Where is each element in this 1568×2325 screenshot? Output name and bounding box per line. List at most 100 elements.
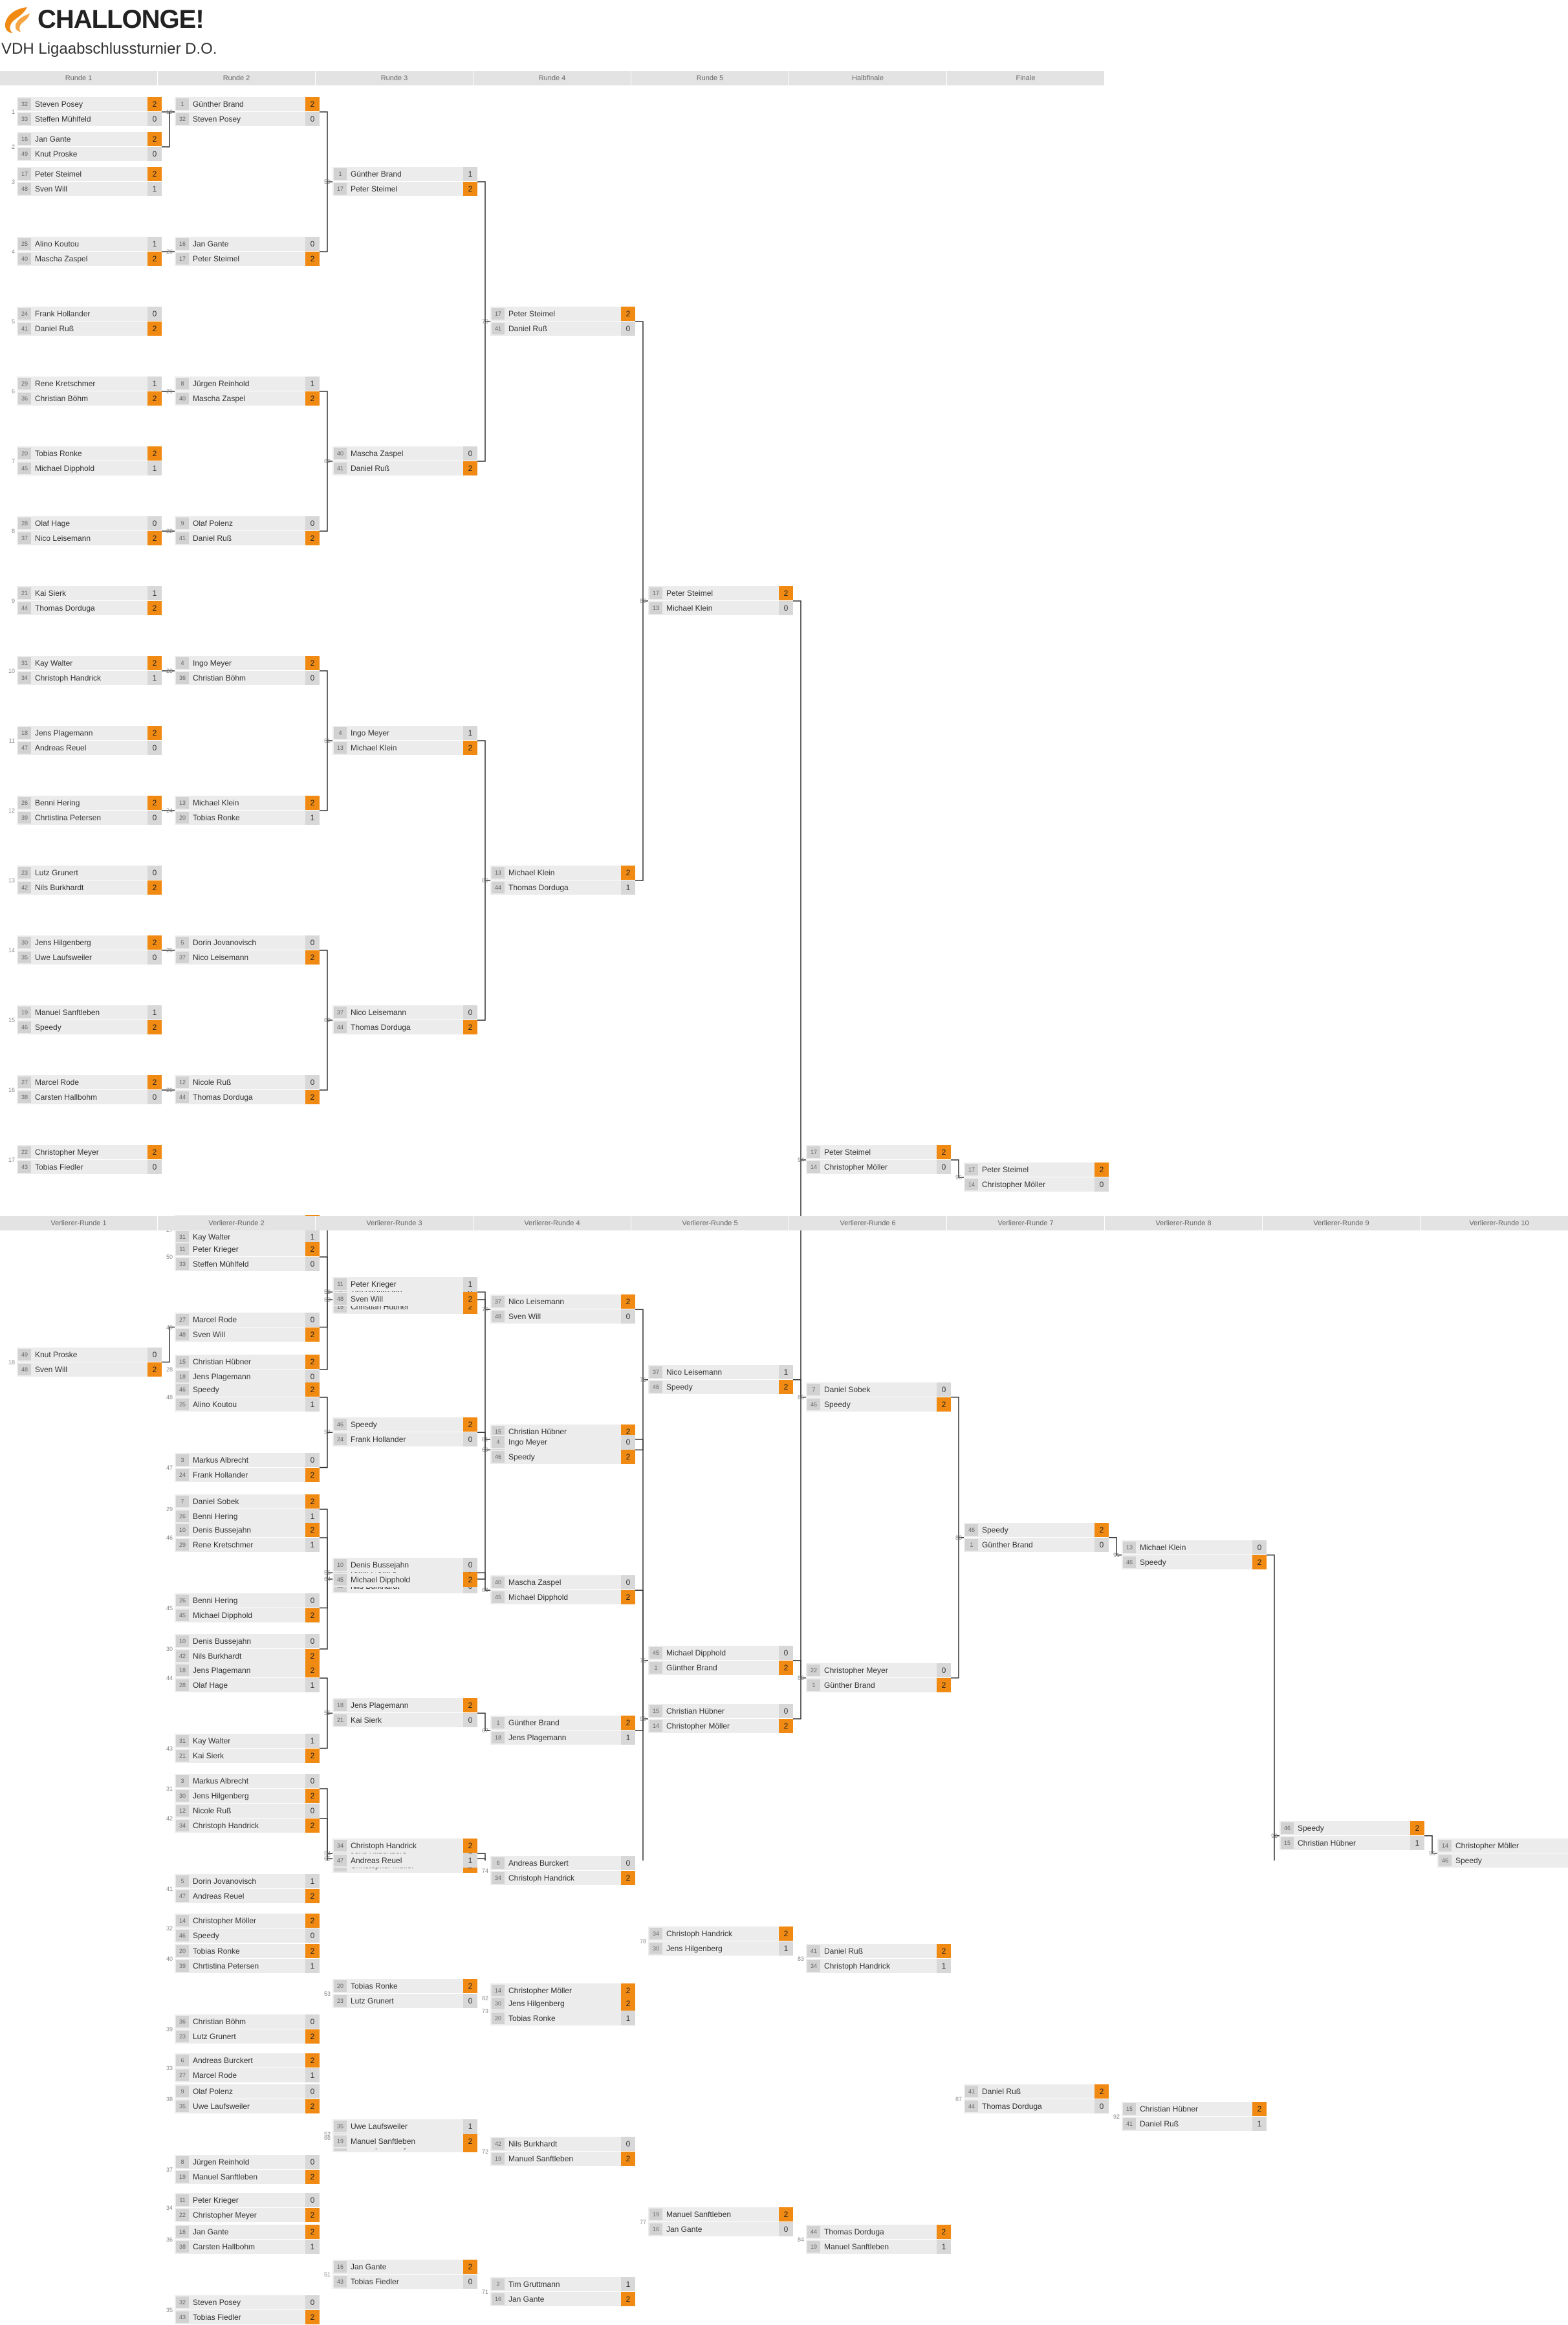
participant-row[interactable]: 44Thomas Dorduga2 bbox=[332, 1020, 477, 1034]
match-38[interactable]: 9Olaf Polenz035Uwe Laufsweiler2 bbox=[175, 2084, 320, 2114]
participant-row[interactable]: 46Speedy2 bbox=[490, 1450, 635, 1465]
participant-row[interactable]: 37Nico Leisemann1 bbox=[648, 1364, 793, 1379]
match-68[interactable]: 40Mascha Zaspel045Michael Dipphold2 bbox=[490, 1575, 635, 1605]
match-12[interactable]: 26Benni Hering239Chrtistina Petersen0 bbox=[17, 796, 162, 825]
match-32[interactable]: 14Christopher Möller246Speedy0 bbox=[175, 1914, 320, 1943]
participant-row[interactable]: 10Denis Bussejahn0 bbox=[175, 1634, 320, 1648]
participant-row[interactable]: 46Speedy2 bbox=[806, 1397, 951, 1412]
participant-row[interactable]: 12Nicole Ruß0 bbox=[175, 1804, 320, 1818]
participant-row[interactable]: 14Christopher Möller0 bbox=[806, 1160, 951, 1174]
participant-row[interactable]: 22Christopher Meyer0 bbox=[806, 1663, 951, 1677]
match-84[interactable]: 44Thomas Dorduga219Manuel Sanftleben1 bbox=[806, 2224, 951, 2254]
match-36[interactable]: 16Jan Gante238Carsten Hallbohm1 bbox=[175, 2225, 320, 2254]
participant-row[interactable]: 18Jens Plagemann2 bbox=[332, 1698, 477, 1713]
participant-row[interactable]: 21Kai Sierk1 bbox=[17, 586, 162, 600]
participant-row[interactable]: 36Christian Böhm2 bbox=[17, 391, 162, 406]
participant-row[interactable]: 17Peter Steimel2 bbox=[17, 167, 162, 181]
participant-row[interactable]: 17Peter Steimel2 bbox=[648, 586, 793, 600]
participant-row[interactable]: 1Günther Brand2 bbox=[806, 1677, 951, 1692]
participant-row[interactable]: 40Mascha Zaspel0 bbox=[490, 1575, 635, 1590]
participant-row[interactable]: 25Alino Koutou1 bbox=[17, 237, 162, 251]
participant-row[interactable]: 46Speedy2 bbox=[648, 1379, 793, 1394]
participant-row[interactable]: 20Tobias Ronke1 bbox=[490, 2011, 635, 2026]
match-20[interactable]: 16Jan Gante017Peter Steimel2 bbox=[175, 237, 320, 267]
participant-row[interactable]: 9Olaf Polenz0 bbox=[175, 2084, 320, 2099]
participant-row[interactable]: 26Benni Hering1 bbox=[175, 1509, 320, 1523]
participant-row[interactable]: 41Daniel Ruß2 bbox=[17, 322, 162, 336]
participant-row[interactable]: 33Steffen Mühlfeld0 bbox=[175, 1257, 320, 1271]
participant-row[interactable]: 19Manuel Sanftleben2 bbox=[648, 2207, 793, 2221]
participant-row[interactable]: 34Christoph Handrick2 bbox=[332, 1839, 477, 1853]
match-14[interactable]: 30Jens Hilgenberg235Uwe Laufsweiler0 bbox=[17, 935, 162, 965]
match-51[interactable]: 16Jan Gante243Tobias Fiedler0 bbox=[332, 2260, 477, 2289]
participant-row[interactable]: 45Michael Dipphold2 bbox=[332, 1573, 477, 1588]
participant-row[interactable]: 10Denis Bussejahn0 bbox=[332, 1558, 477, 1573]
participant-row[interactable]: 34Christoph Handrick2 bbox=[175, 1818, 320, 1833]
match-86[interactable]: 22Christopher Meyer01Günther Brand2 bbox=[806, 1663, 951, 1693]
match-2[interactable]: 16Jan Gante249Knut Proske0 bbox=[17, 132, 162, 162]
participant-row[interactable]: 30Jens Hilgenberg2 bbox=[17, 935, 162, 950]
participant-row[interactable]: 37Nico Leisemann2 bbox=[490, 1294, 635, 1309]
participant-row[interactable]: 44Thomas Dorduga0 bbox=[964, 2099, 1109, 2113]
participant-row[interactable]: 3Markus Albrecht0 bbox=[175, 1774, 320, 1788]
participant-row[interactable]: 3Markus Albrecht0 bbox=[175, 1452, 320, 1467]
participant-row[interactable]: 22Christopher Meyer2 bbox=[175, 2208, 320, 2222]
participant-row[interactable]: 49Knut Proske0 bbox=[17, 1347, 162, 1362]
participant-row[interactable]: 46Speedy2 bbox=[1279, 1820, 1424, 1835]
participant-row[interactable]: 7Daniel Sobek0 bbox=[806, 1382, 951, 1397]
participant-row[interactable]: 23Lutz Grunert0 bbox=[332, 1994, 477, 2009]
participant-row[interactable]: 41Daniel Ruß1 bbox=[1122, 2116, 1267, 2131]
participant-row[interactable]: 4Ingo Meyer2 bbox=[175, 656, 320, 670]
participant-row[interactable]: 21Kai Sierk0 bbox=[332, 1713, 477, 1728]
participant-row[interactable]: 14Christopher Möller2 bbox=[648, 1719, 793, 1733]
participant-row[interactable]: 1Günther Brand0 bbox=[964, 1537, 1109, 1552]
participant-row[interactable]: 49Knut Proske0 bbox=[17, 147, 162, 161]
participant-row[interactable]: 38Carsten Hallbohm1 bbox=[175, 2240, 320, 2254]
participant-row[interactable]: 32Steven Posey0 bbox=[175, 2295, 320, 2309]
match-30[interactable]: 10Denis Bussejahn042Nils Burkhardt2 bbox=[175, 1634, 320, 1664]
match-31[interactable]: 3Markus Albrecht030Jens Hilgenberg2 bbox=[175, 1774, 320, 1804]
match-8[interactable]: 28Olaf Hage037Nico Leisemann2 bbox=[17, 516, 162, 546]
match-88[interactable]: 46Speedy21Günther Brand0 bbox=[964, 1522, 1109, 1553]
match-95[interactable]: 14Christopher Möller246Speedy0 bbox=[1437, 1838, 1568, 1868]
participant-row[interactable]: 26Benni Hering0 bbox=[175, 1593, 320, 1608]
participant-row[interactable]: 45Michael Dipphold0 bbox=[648, 1645, 793, 1660]
participant-row[interactable]: 31Kay Walter1 bbox=[175, 1230, 320, 1244]
participant-row[interactable]: 32Steven Posey2 bbox=[17, 97, 162, 111]
participant-row[interactable]: 41Daniel Ruß2 bbox=[806, 1943, 951, 1958]
participant-row[interactable]: 48Sven Will1 bbox=[17, 182, 162, 196]
match-17[interactable]: 22Christopher Meyer243Tobias Fiedler0 bbox=[17, 1145, 162, 1175]
participant-row[interactable]: 10Denis Bussejahn2 bbox=[175, 1523, 320, 1537]
participant-row[interactable]: 46Speedy0 bbox=[175, 1928, 320, 1943]
match-58[interactable]: 11Peter Krieger148Sven Will2 bbox=[332, 1277, 477, 1307]
match-87[interactable]: 41Daniel Ruß244Thomas Dorduga0 bbox=[964, 2084, 1109, 2114]
participant-row[interactable]: 11Peter Krieger1 bbox=[332, 1277, 477, 1292]
match-78[interactable]: 34Christoph Handrick230Jens Hilgenberg1 bbox=[648, 1926, 793, 1956]
match-1[interactable]: 32Steven Posey233Steffen Mühlfeld0 bbox=[17, 97, 162, 127]
participant-row[interactable]: 16Jan Gante2 bbox=[490, 2292, 635, 2307]
participant-row[interactable]: 17Peter Steimel2 bbox=[175, 252, 320, 266]
match-35[interactable]: 32Steven Posey043Tobias Fiedler2 bbox=[175, 2295, 320, 2325]
match-48[interactable]: 46Speedy225Alino Koutou1 bbox=[175, 1382, 320, 1412]
participant-row[interactable]: 48Sven Will2 bbox=[17, 1362, 162, 1377]
participant-row[interactable]: 2Tim Gruttmann1 bbox=[490, 2277, 635, 2292]
match-46[interactable]: 10Denis Bussejahn229Rene Kretschmer1 bbox=[175, 1523, 320, 1553]
match-40[interactable]: 20Tobias Ronke239Chrtistina Petersen1 bbox=[175, 1944, 320, 1974]
match-53[interactable]: 20Tobias Ronke223Lutz Grunert0 bbox=[332, 1979, 477, 2009]
match-61[interactable]: 4Ingo Meyer113Michael Klein2 bbox=[332, 726, 477, 756]
participant-row[interactable]: 26Benni Hering2 bbox=[17, 796, 162, 810]
participant-row[interactable]: 17Peter Steimel2 bbox=[490, 307, 635, 321]
match-79[interactable]: 17Peter Steimel241Daniel Ruß0 bbox=[490, 307, 635, 336]
match-13[interactable]: 23Lutz Grunert042Nils Burkhardt2 bbox=[17, 866, 162, 895]
participant-row[interactable]: 15Christian Hübner2 bbox=[175, 1355, 320, 1369]
participant-row[interactable]: 47Andreas Reuel2 bbox=[175, 1888, 320, 1903]
participant-row[interactable]: 44Thomas Dorduga1 bbox=[490, 880, 635, 895]
participant-row[interactable]: 34Christoph Handrick1 bbox=[17, 671, 162, 685]
match-16[interactable]: 27Marcel Rode238Carsten Hallbohm0 bbox=[17, 1075, 162, 1105]
participant-row[interactable]: 14Christopher Möller2 bbox=[490, 1983, 635, 1998]
match-21[interactable]: 8Jürgen Reinhold140Mascha Zaspel2 bbox=[175, 377, 320, 406]
match-33[interactable]: 6Andreas Burckert227Marcel Rode1 bbox=[175, 2053, 320, 2083]
participant-row[interactable]: 41Daniel Ruß2 bbox=[175, 531, 320, 545]
participant-row[interactable]: 46Speedy2 bbox=[332, 1417, 477, 1432]
match-54[interactable]: 34Christoph Handrick247Andreas Reuel1 bbox=[332, 1839, 477, 1868]
